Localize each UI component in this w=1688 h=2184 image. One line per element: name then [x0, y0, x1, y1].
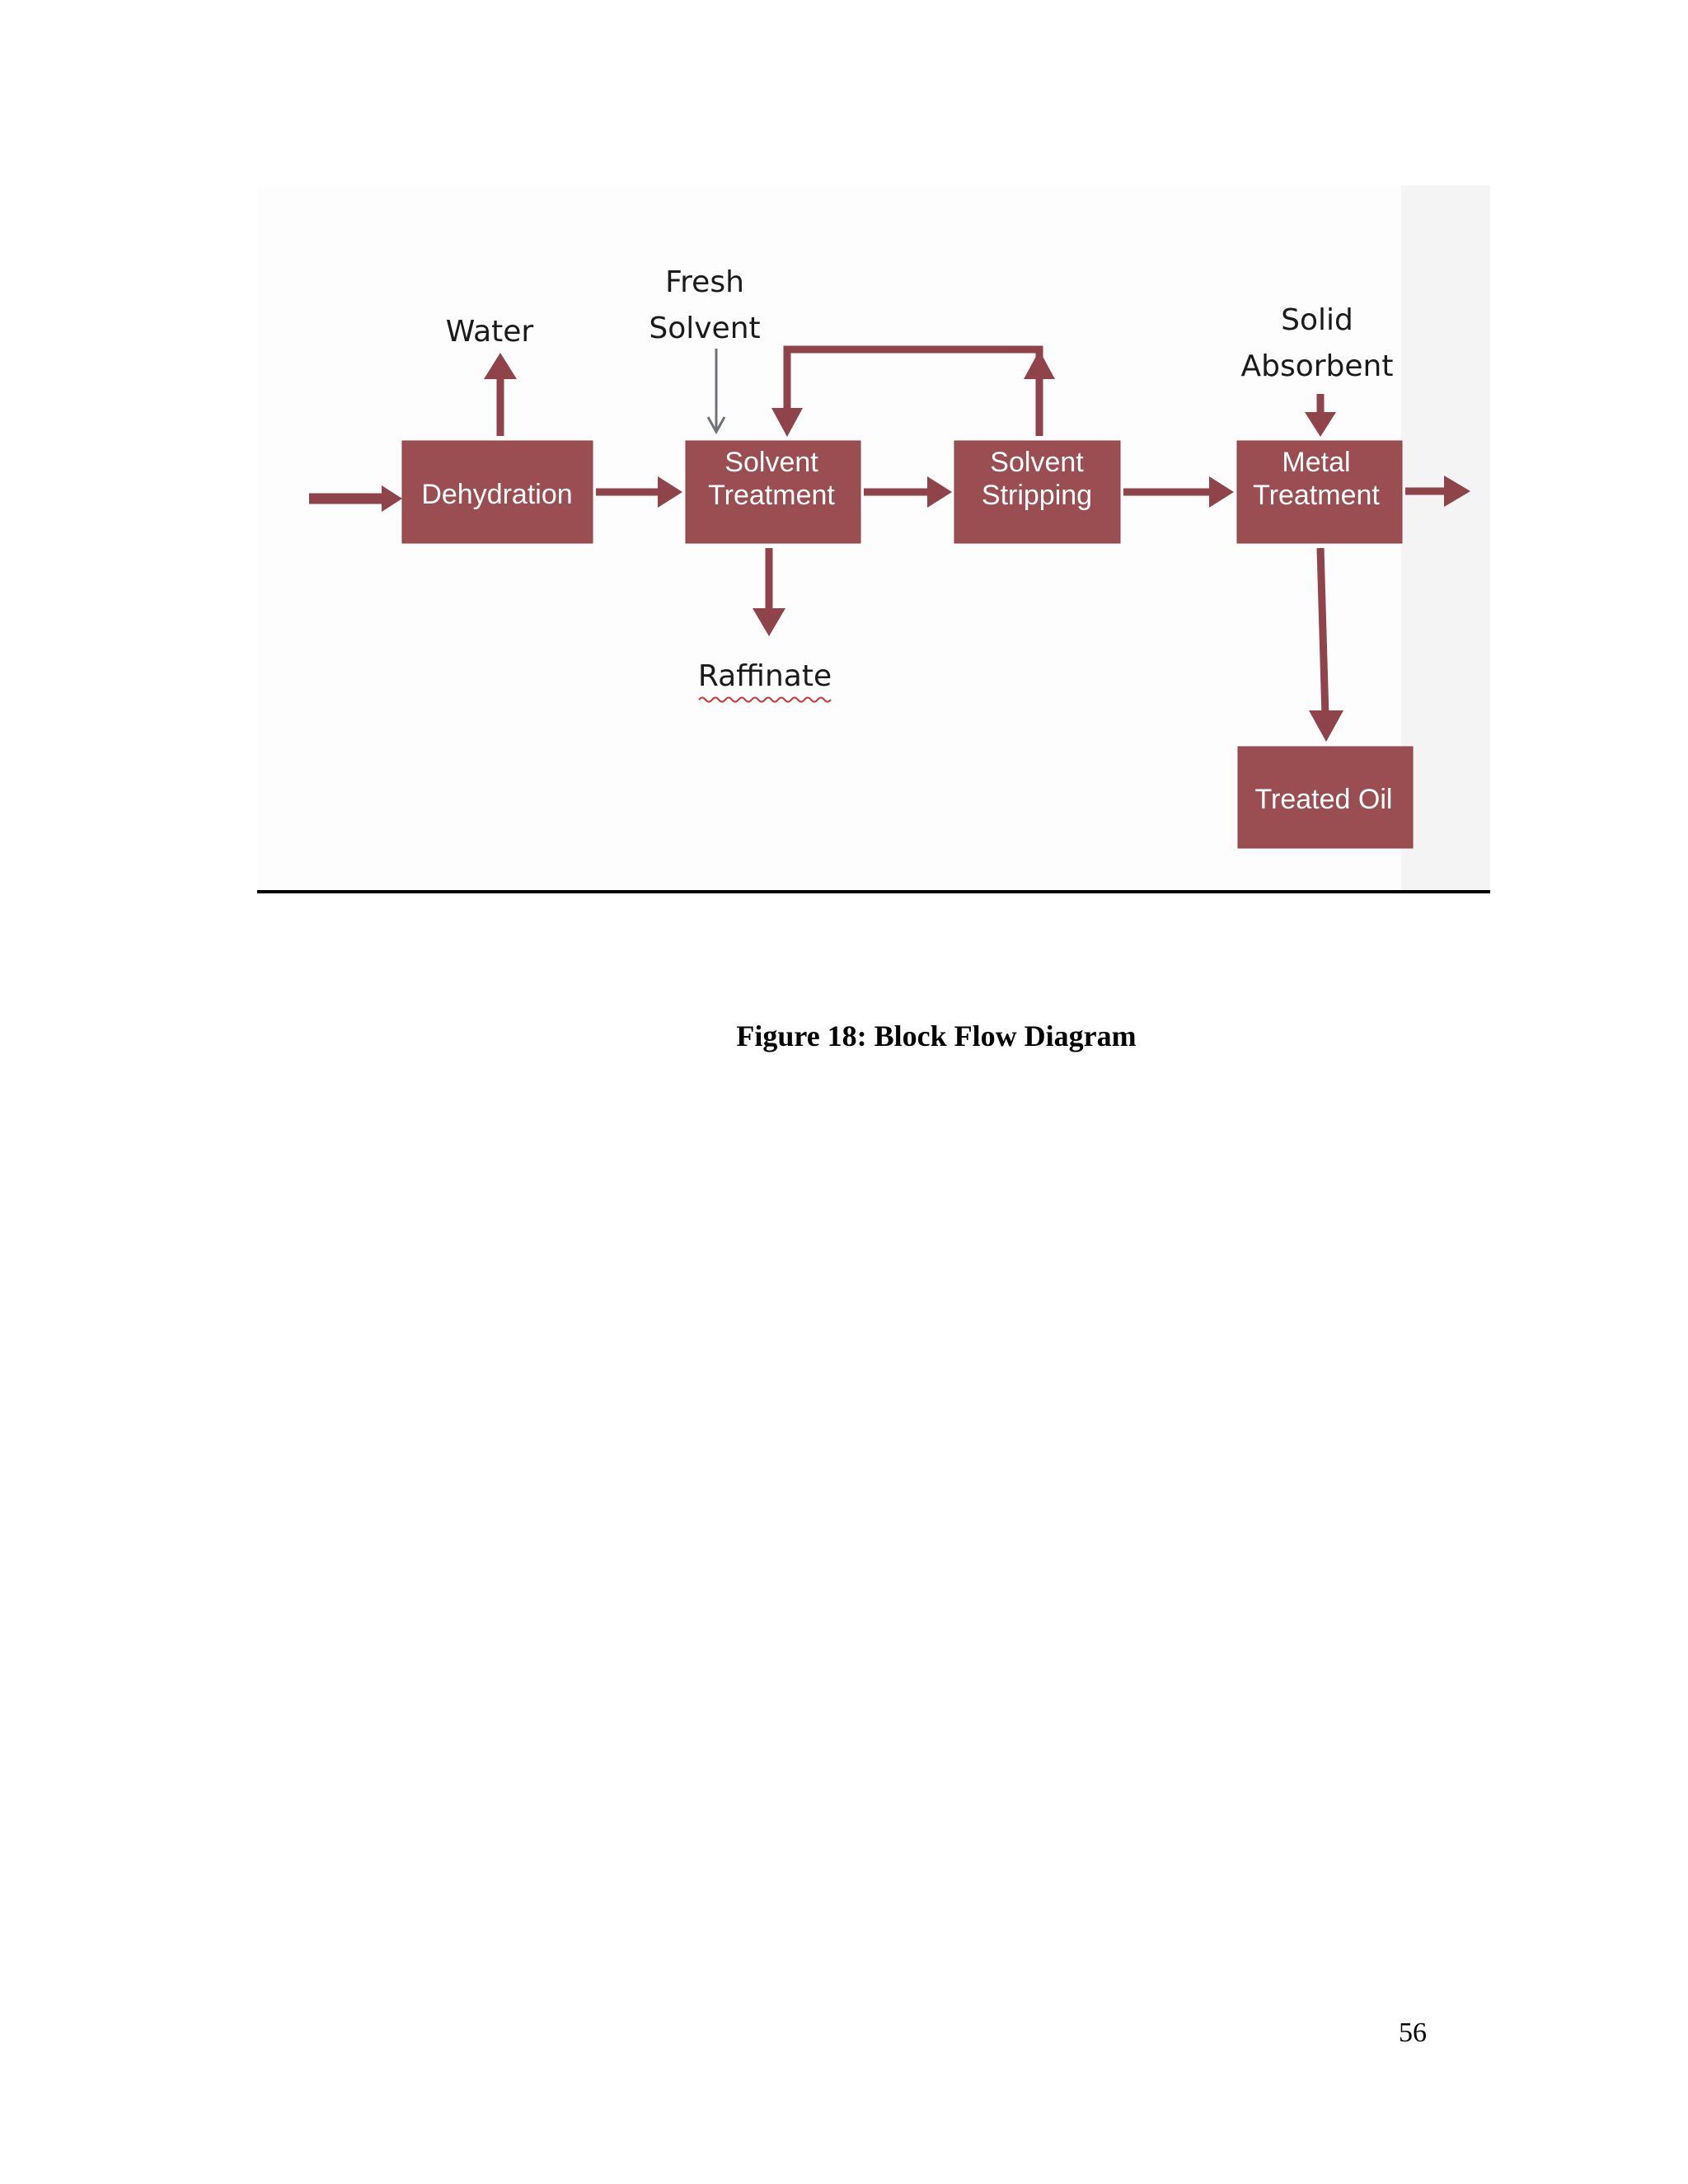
treated-oil-label: Treated Oil: [1255, 784, 1393, 815]
fresh-solvent-label-line1: Fresh: [665, 265, 744, 299]
metal-treatment-label-line1: Metal: [1282, 447, 1350, 478]
arrow-metal-to-treated-oil-head: [1309, 710, 1343, 742]
arrow-stripping-head: [1209, 476, 1234, 508]
inlet-arrow-head: [382, 485, 402, 512]
solvent-stripping-label-line1: Solvent: [990, 447, 1084, 478]
raffinate-label: Raffinate: [698, 659, 832, 693]
solvent-recycle-line: [783, 345, 1043, 436]
page-number: 56: [1399, 2018, 1427, 2048]
arrow-dehydration-head: [658, 476, 682, 508]
raffinate-arrow-head: [753, 608, 785, 636]
figure-caption: Figure 18: Block Flow Diagram: [736, 1019, 1137, 1052]
stripping-up-arrow-head: [1024, 350, 1055, 379]
water-label: Water: [446, 315, 534, 349]
arrow-metal-to-treated-oil: [1316, 547, 1329, 718]
solid-absorbent-label-line1: Solid: [1281, 303, 1353, 337]
metal-treatment-label-line2: Treatment: [1253, 480, 1380, 511]
solid-absorbent-label-line2: Absorbent: [1241, 349, 1394, 383]
raffinate-spellcheck-underline: [698, 696, 832, 703]
solvent-stripping-label-line2: Stripping: [982, 480, 1092, 511]
metal-outlet-arrow-head: [1444, 476, 1470, 507]
solvent-treatment-label-line1: Solvent: [724, 447, 818, 478]
solvent-treatment-block: Solvent Treatment: [685, 440, 861, 544]
arrow-treatment-head: [927, 476, 952, 508]
solid-absorbent-arrow-head: [1305, 412, 1336, 437]
fresh-solvent-label-line2: Solvent: [649, 312, 760, 345]
fresh-solvent-arrow-head: [706, 416, 726, 435]
metal-treatment-block: Metal Treatment: [1236, 440, 1403, 544]
solvent-treatment-label-line2: Treatment: [708, 480, 835, 511]
treated-oil-block: Treated Oil: [1237, 746, 1414, 849]
solvent-recycle-head: [771, 408, 803, 437]
solvent-stripping-block: Solvent Stripping: [954, 440, 1121, 544]
figure-panel-shade: [1401, 185, 1490, 890]
dehydration-block: Dehydration: [401, 440, 593, 544]
water-arrow-head: [484, 353, 517, 379]
dehydration-label: Dehydration: [421, 479, 572, 510]
